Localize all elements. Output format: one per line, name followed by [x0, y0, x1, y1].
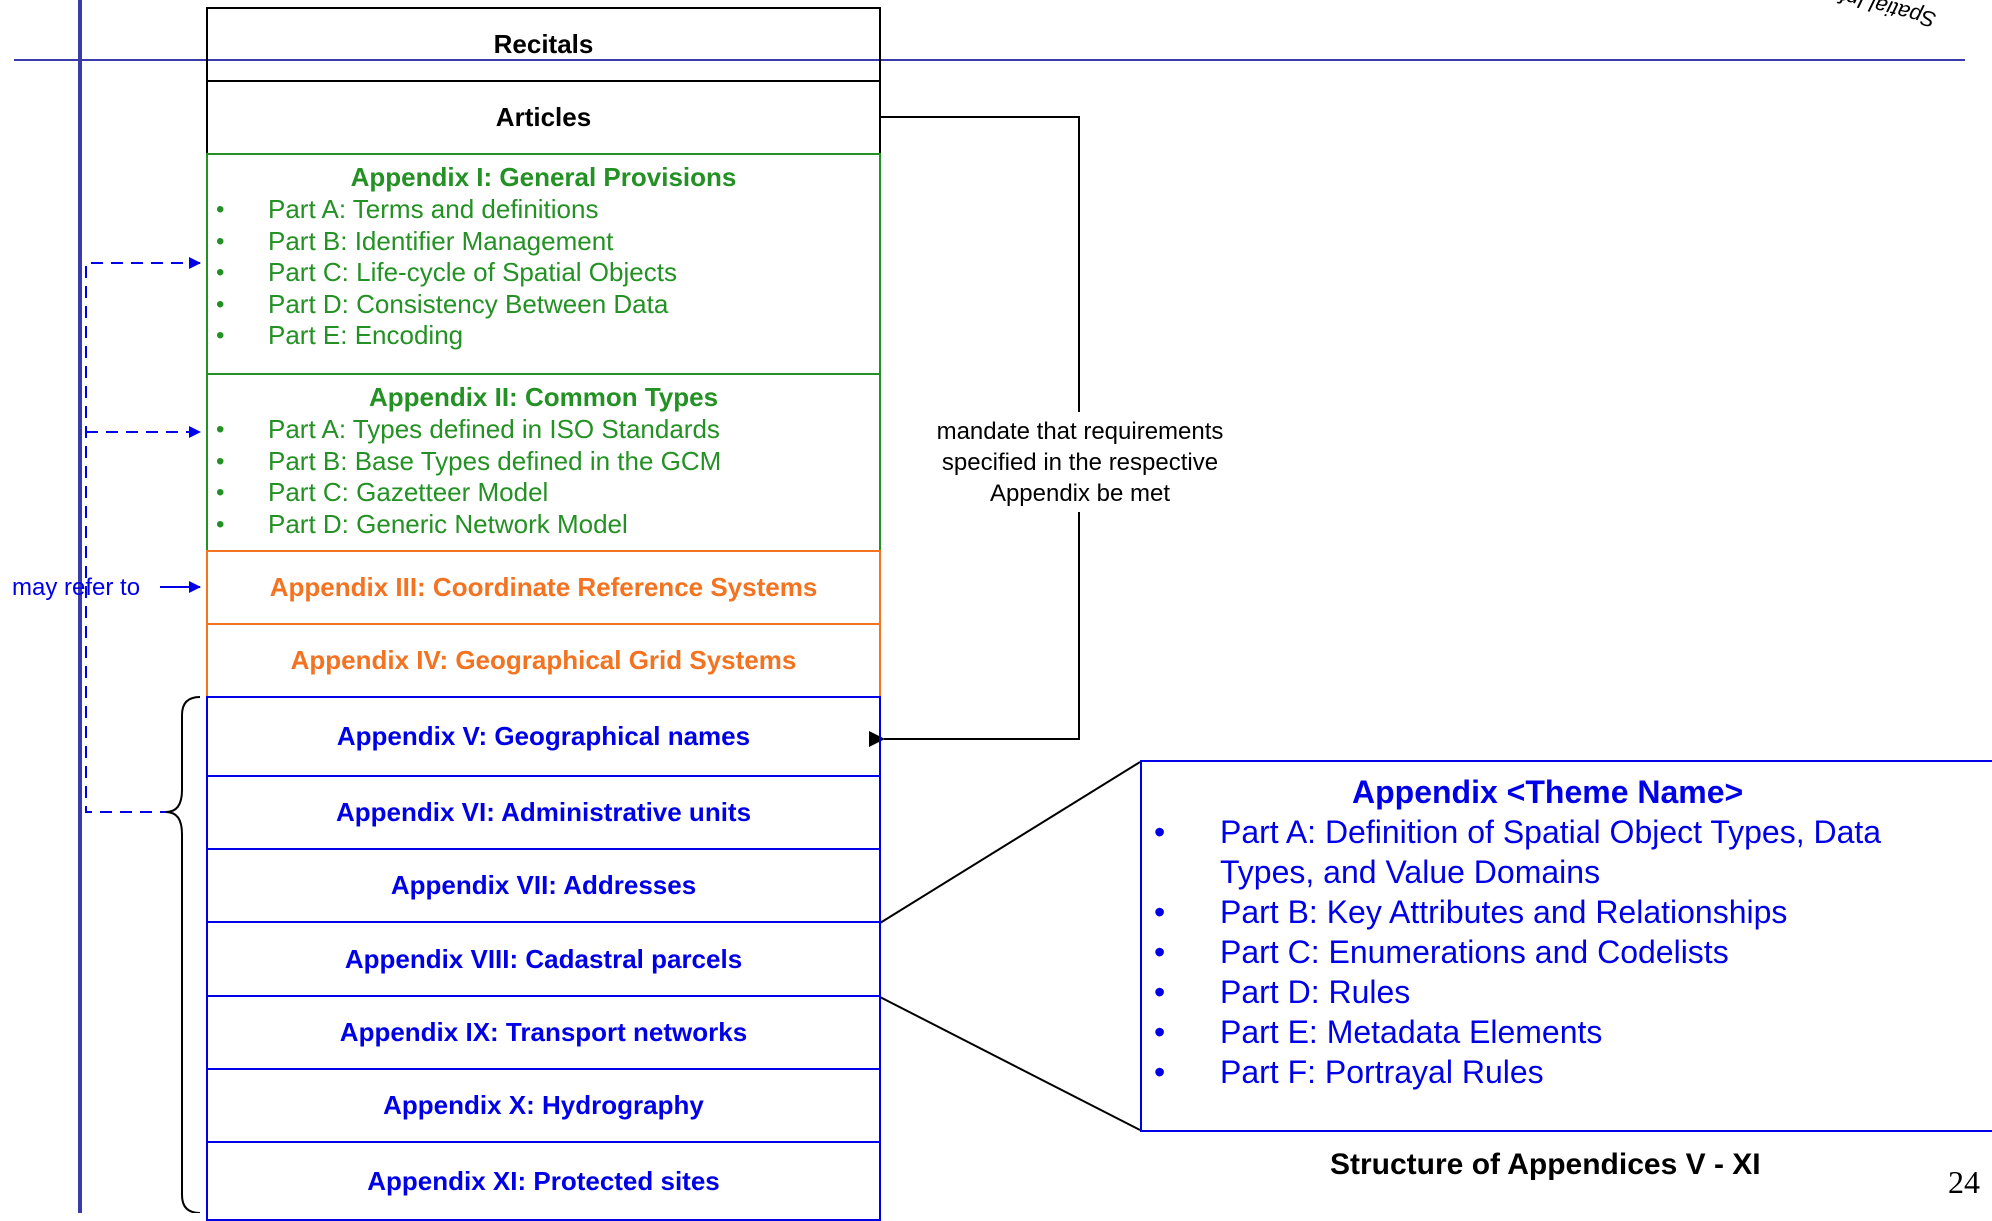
- appendix-3-box: Appendix III: Coordinate Reference Syste…: [206, 550, 881, 625]
- mandate-bracket-bottom: [869, 512, 1080, 747]
- appendix-7-label: Appendix VII: Addresses: [390, 870, 697, 900]
- appendix-9-box: Appendix IX: Transport networks: [206, 995, 881, 1070]
- appendix-8-label: Appendix VIII: Cadastral parcels: [344, 943, 743, 974]
- appendix-11-box: Appendix XI: Protected sites: [206, 1141, 881, 1221]
- mandate-note: mandate that requirements specified in t…: [936, 418, 1224, 507]
- bullet-icon: •: [216, 416, 225, 443]
- list-item: •Part B: Base Types defined in the GCM: [216, 445, 722, 476]
- slide-caption: Structure of Appendices V - XI: [1330, 1148, 1761, 1181]
- appendix-group-brace: [165, 696, 201, 1213]
- list-item: •Part D: Generic Network Model: [216, 508, 628, 539]
- page-number: 24: [1948, 1164, 1980, 1200]
- recitals-box: Recitals: [206, 7, 881, 82]
- refer-dashed-path: [85, 257, 201, 813]
- may-refer-to-label: may refer to: [12, 574, 141, 601]
- appendix-5-box: Appendix V: Geographical names: [206, 696, 881, 777]
- zoom-line-bottom: [879, 996, 1141, 1131]
- theme-appendix-list: •Part A: Definition of Spatial Object Ty…: [1142, 812, 1992, 1092]
- list-item: •Part B: Key Attributes and Relationship…: [1154, 894, 1788, 930]
- appendix-10-label: Appendix X: Hydrography: [383, 1090, 704, 1120]
- appendix-11-label: Appendix XI: Protected sites: [367, 1165, 720, 1196]
- bullet-icon: •: [1154, 894, 1166, 930]
- list-item: •Part A: Types defined in ISO Standards: [216, 414, 720, 444]
- bullet-icon: •: [216, 447, 225, 475]
- bullet-icon: •: [1154, 934, 1166, 970]
- appendix-2-list: •Part A: Types defined in ISO Standards …: [208, 414, 879, 540]
- articles-label: Articles: [495, 102, 592, 132]
- articles-box: Articles: [206, 80, 881, 155]
- bullet-icon: •: [216, 322, 225, 349]
- list-item: •Part D: Rules: [1154, 974, 1411, 1010]
- list-item: •Part C: Life-cycle of Spatial Objects: [216, 257, 677, 287]
- bullet-icon: •: [216, 510, 225, 538]
- appendix-9-label: Appendix IX: Transport networks: [339, 1017, 748, 1047]
- list-item: •Part C: Enumerations and Codelists: [1154, 934, 1729, 970]
- appendix-4-box: Appendix IV: Geographical Grid Systems: [206, 623, 881, 698]
- appendix-6-label: Appendix VI: Administrative units: [335, 797, 752, 827]
- appendix-2-title: Appendix II: Common Types: [368, 382, 719, 412]
- list-item: •Part C: Gazetteer Model: [216, 477, 549, 507]
- appendix-1-title: Appendix I: General Provisions: [350, 162, 737, 192]
- bullet-icon: •: [216, 196, 225, 223]
- bullet-icon: •: [1154, 974, 1166, 1010]
- bullet-icon: •: [216, 479, 225, 506]
- list-item: •Part D: Consistency Between Data: [216, 288, 669, 319]
- appendix-4-label: Appendix IV: Geographical Grid Systems: [290, 645, 797, 675]
- list-item: •Part B: Identifier Management: [216, 225, 614, 256]
- appendix-8-box: Appendix VIII: Cadastral parcels: [206, 921, 881, 997]
- theme-appendix-title: Appendix <Theme Name>: [1352, 774, 1744, 810]
- appendix-5-label: Appendix V: Geographical names: [336, 721, 751, 751]
- theme-appendix-box: Appendix <Theme Name> •Part A: Definitio…: [1140, 760, 1992, 1132]
- appendix-2-box: Appendix II: Common Types •Part A: Types…: [206, 373, 881, 552]
- bullet-icon: •: [216, 259, 225, 286]
- zoom-line-top: [879, 761, 1141, 924]
- appendix-1-box: Appendix I: General Provisions •Part A: …: [206, 153, 881, 375]
- bullet-icon: •: [1154, 814, 1166, 850]
- bullet-icon: •: [1154, 1014, 1166, 1050]
- mandate-bracket-top: [880, 116, 1080, 412]
- bullet-icon: •: [1154, 1054, 1166, 1090]
- appendix-1-list: •Part A: Terms and definitions •Part B: …: [208, 194, 879, 352]
- list-item: •Part E: Metadata Elements: [1154, 1014, 1603, 1050]
- appendix-3-label: Appendix III: Coordinate Reference Syste…: [269, 572, 818, 602]
- appendix-7-box: Appendix VII: Addresses: [206, 848, 881, 923]
- list-item: •Part A: Definition of Spatial Object Ty…: [1154, 814, 1882, 890]
- list-item: •Part A: Terms and definitions: [216, 194, 599, 224]
- appendix-10-box: Appendix X: Hydrography: [206, 1068, 881, 1143]
- list-item: •Part F: Portrayal Rules: [1154, 1054, 1544, 1090]
- list-item: •Part E: Encoding: [216, 320, 464, 350]
- appendix-6-box: Appendix VI: Administrative units: [206, 775, 881, 850]
- bullet-icon: •: [216, 227, 225, 255]
- recitals-label: Recitals: [493, 29, 594, 59]
- bullet-icon: •: [216, 290, 225, 318]
